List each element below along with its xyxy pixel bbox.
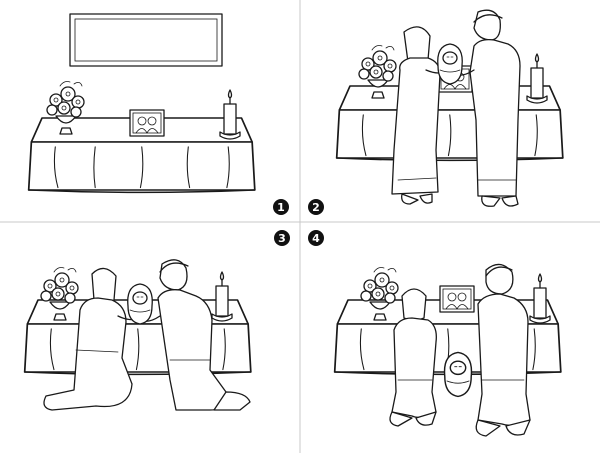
step-number-4: 4	[312, 232, 320, 245]
wall-frame	[69, 13, 223, 67]
step-badge-3: 3	[274, 230, 290, 246]
mother-kneeling	[43, 267, 141, 411]
mother-back-view	[389, 288, 437, 427]
step-number-3: 3	[278, 232, 286, 245]
baby-bundle	[437, 43, 463, 85]
baby-bundle	[127, 283, 153, 325]
step-number-1: 1	[277, 201, 285, 214]
panel-2	[335, 9, 564, 207]
father-kneeling	[139, 259, 251, 411]
panel-1	[27, 13, 256, 194]
couple-portrait	[439, 285, 475, 313]
step-number-2: 2	[312, 201, 320, 214]
father-back-view	[475, 263, 531, 437]
panel-4	[333, 263, 562, 437]
baby-bundle	[443, 351, 473, 398]
step-badge-4: 4	[308, 230, 324, 246]
father-figure	[451, 9, 521, 207]
mother-figure	[391, 26, 449, 205]
step-badge-1: 1	[273, 199, 289, 215]
couple-portrait	[129, 109, 165, 137]
step-badge-2: 2	[308, 199, 324, 215]
panel-3	[23, 259, 252, 411]
